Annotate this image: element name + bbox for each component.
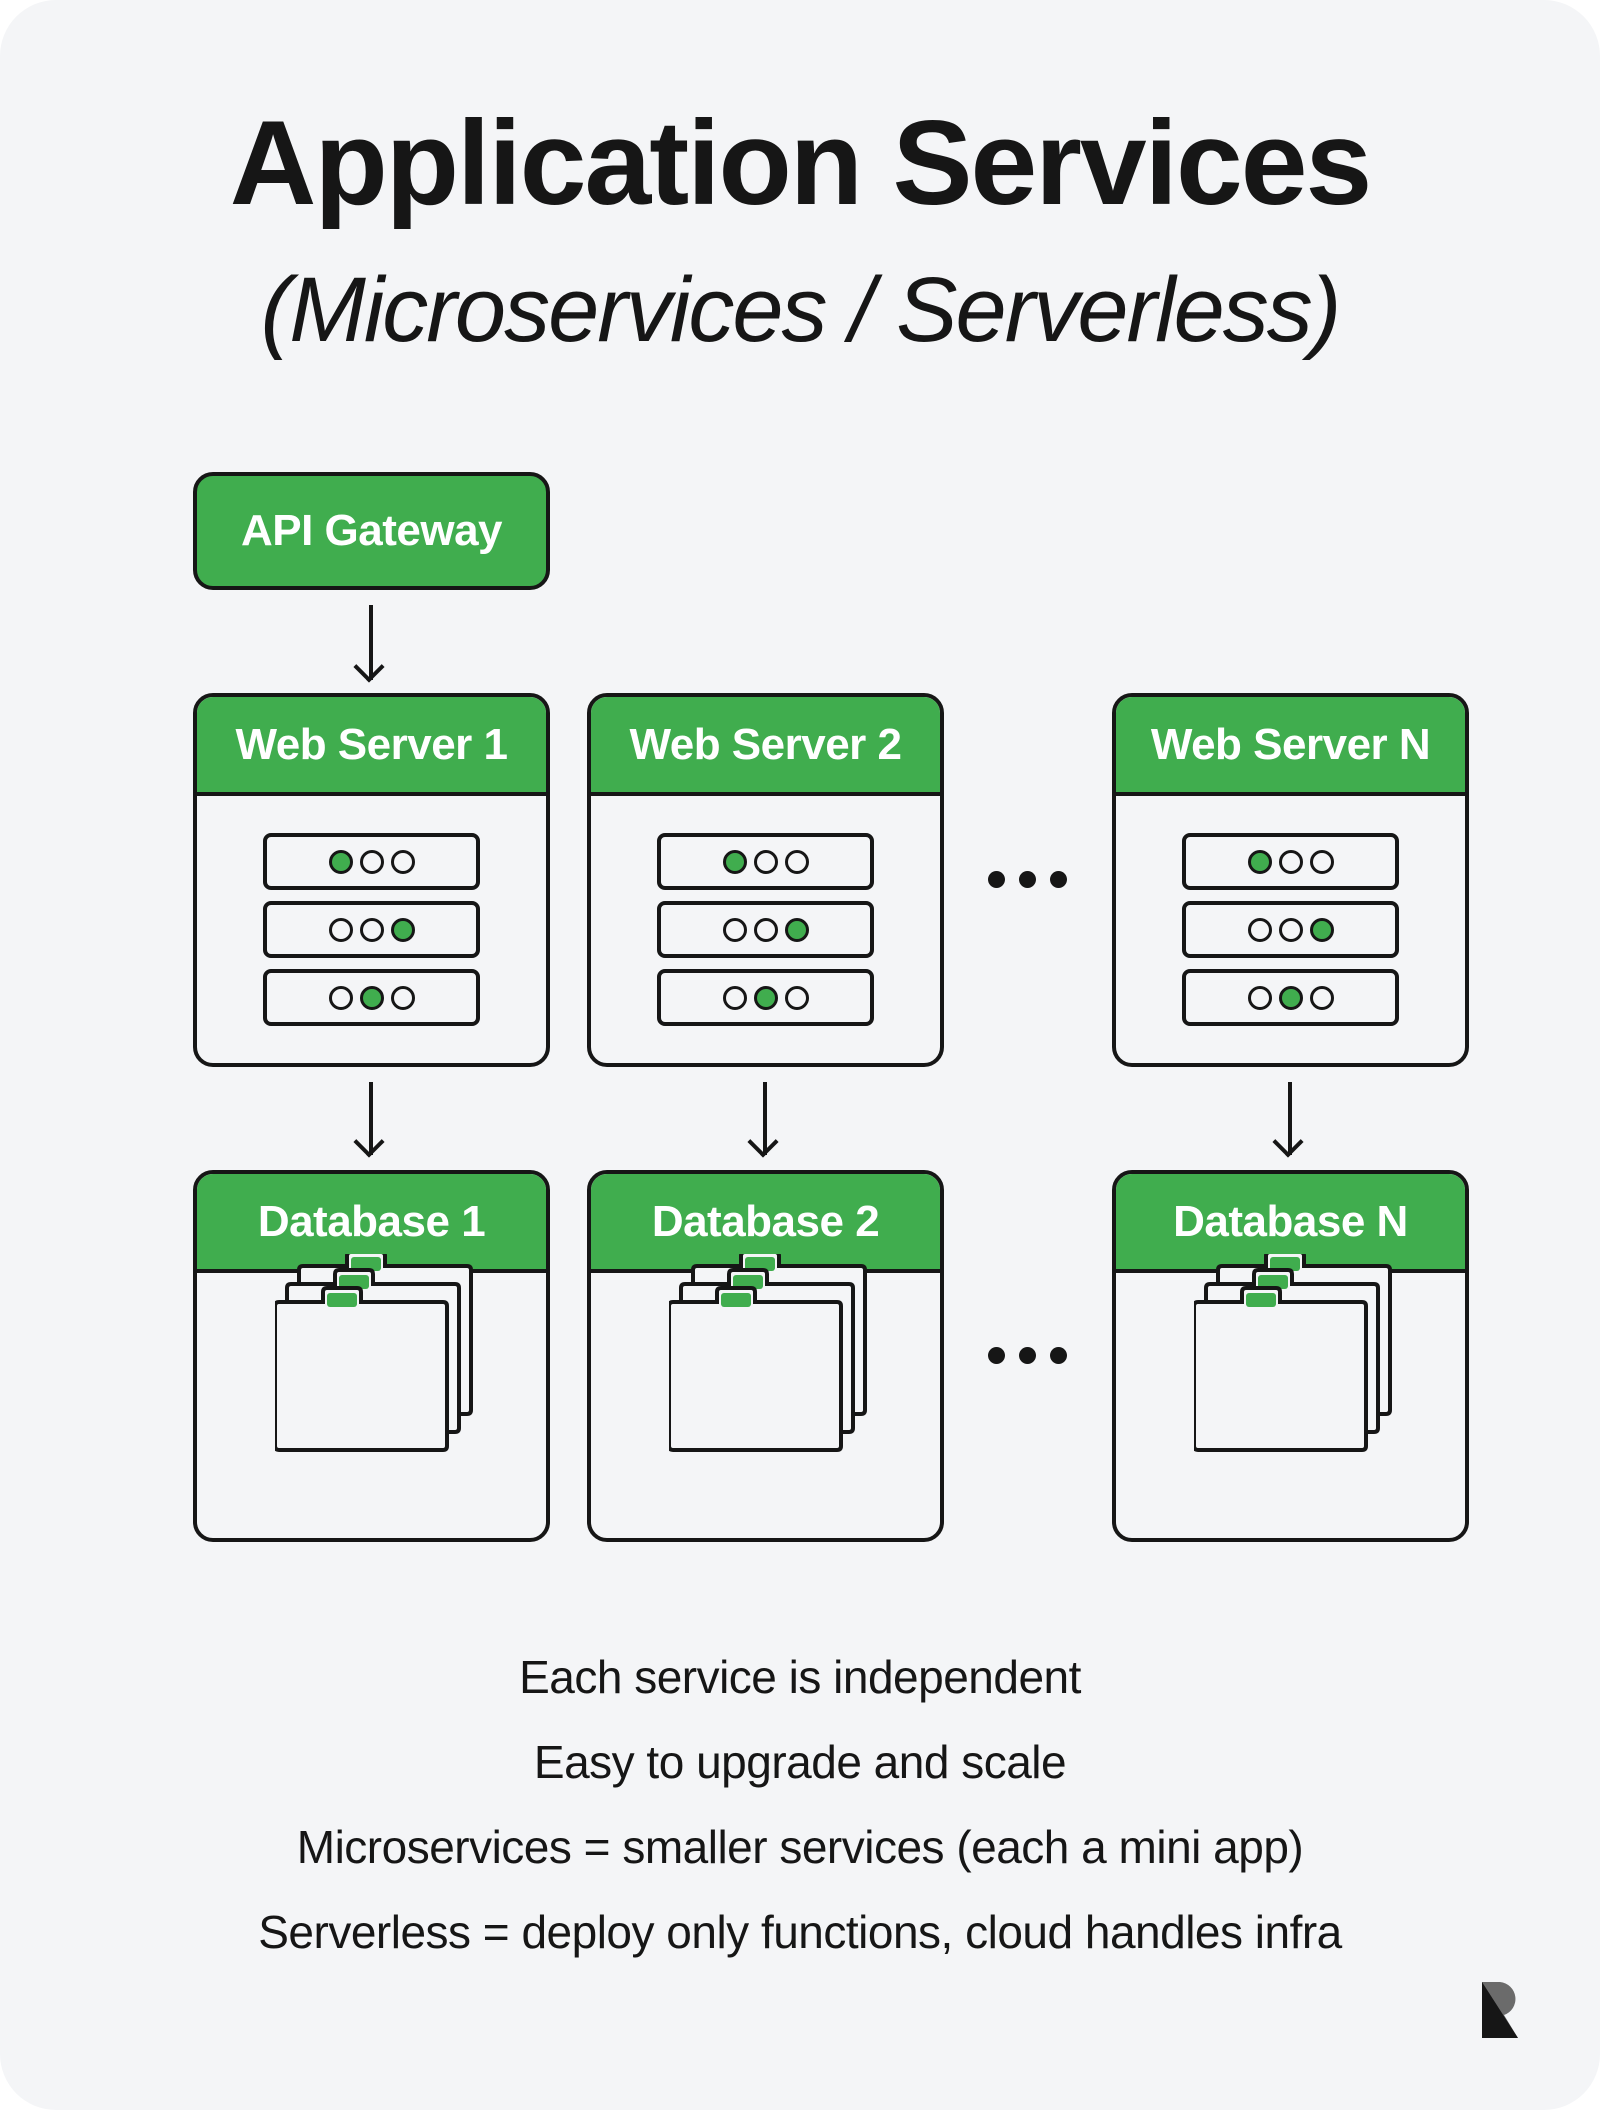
folder-tab-icon	[327, 1293, 357, 1307]
notes-list: Each service is independent Easy to upgr…	[0, 1635, 1600, 1975]
status-light-idle	[328, 917, 353, 942]
r-logo-icon	[1482, 1982, 1518, 2038]
more-dots-icon	[988, 871, 1067, 888]
page-subtitle: (Microservices / Serverless)	[260, 259, 1342, 361]
server-unit	[1182, 833, 1399, 890]
database-node: Database N	[1112, 1170, 1469, 1542]
server-unit	[657, 833, 874, 890]
status-light-idle	[1247, 985, 1272, 1010]
page-title: Application Services	[229, 96, 1372, 230]
arrow-down-icon	[1288, 1082, 1292, 1155]
status-light-idle	[784, 985, 809, 1010]
web-server-label: Web Server 1	[235, 719, 508, 769]
folder-tab-icon	[1246, 1293, 1276, 1307]
status-light-idle	[784, 849, 809, 874]
status-light-active	[1278, 985, 1303, 1010]
database-node: Database 2	[587, 1170, 944, 1542]
status-light-active	[784, 917, 809, 942]
server-unit	[657, 969, 874, 1026]
arrow-down-icon	[369, 605, 373, 680]
status-light-idle	[359, 917, 384, 942]
status-light-idle	[1247, 917, 1272, 942]
api-gateway-label: API Gateway	[240, 506, 503, 555]
folder-stack-icon	[275, 1254, 473, 1452]
folder-stack-icon	[1194, 1254, 1392, 1452]
web-server-node: Web Server 1	[193, 693, 550, 1067]
server-unit	[263, 833, 480, 890]
status-light-active	[1247, 849, 1272, 874]
status-light-idle	[359, 849, 384, 874]
status-light-idle	[390, 985, 415, 1010]
server-unit	[1182, 969, 1399, 1026]
folder-tab-icon	[745, 1257, 775, 1271]
api-gateway-node: API Gateway	[193, 472, 550, 590]
folder-tab-icon	[1258, 1275, 1288, 1289]
note-line: Each service is independent	[519, 1651, 1081, 1703]
web-server-label: Web Server N	[1150, 719, 1431, 769]
server-unit	[657, 901, 874, 958]
note-line: Serverless = deploy only functions, clou…	[258, 1906, 1342, 1958]
database-label: Database 2	[651, 1196, 880, 1246]
arrow-down-icon	[369, 1082, 373, 1155]
status-light-idle	[1278, 849, 1303, 874]
web-server-node: Web Server 2	[587, 693, 944, 1067]
folder-icon	[275, 1286, 449, 1452]
status-light-active	[359, 985, 384, 1010]
database-label: Database 1	[257, 1196, 486, 1246]
web-server-node: Web Server N	[1112, 693, 1469, 1067]
server-unit	[263, 901, 480, 958]
more-dots-icon	[988, 1347, 1067, 1364]
status-light-idle	[1309, 985, 1334, 1010]
status-light-active	[328, 849, 353, 874]
arrow-down-icon	[763, 1082, 767, 1155]
folder-tab-icon	[733, 1275, 763, 1289]
note-line: Easy to upgrade and scale	[533, 1736, 1067, 1788]
status-light-idle	[722, 985, 747, 1010]
status-light-active	[390, 917, 415, 942]
status-light-idle	[390, 849, 415, 874]
status-light-idle	[1309, 849, 1334, 874]
folder-tab-icon	[339, 1275, 369, 1289]
folder-icon	[1194, 1286, 1368, 1452]
database-node: Database 1	[193, 1170, 550, 1542]
status-light-idle	[1278, 917, 1303, 942]
status-light-active	[753, 985, 778, 1010]
note-line: Microservices = smaller services (each a…	[296, 1821, 1304, 1873]
status-light-active	[1309, 917, 1334, 942]
web-server-label: Web Server 2	[629, 719, 902, 769]
server-unit	[263, 969, 480, 1026]
status-light-idle	[722, 917, 747, 942]
folder-stack-icon	[669, 1254, 867, 1452]
status-light-idle	[328, 985, 353, 1010]
folder-icon	[669, 1286, 843, 1452]
folder-tab-icon	[721, 1293, 751, 1307]
status-light-idle	[753, 917, 778, 942]
status-light-active	[722, 849, 747, 874]
database-label: Database N	[1173, 1196, 1408, 1246]
folder-tab-icon	[1270, 1257, 1300, 1271]
server-unit	[1182, 901, 1399, 958]
status-light-idle	[753, 849, 778, 874]
folder-tab-icon	[351, 1257, 381, 1271]
